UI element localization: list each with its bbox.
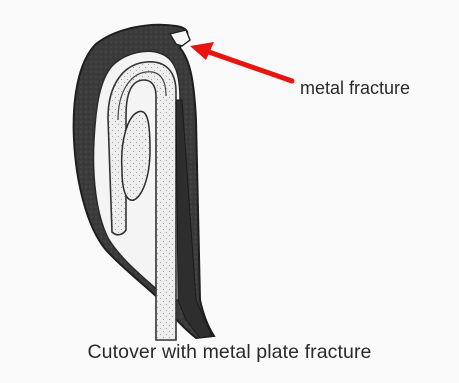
fracture-arrow-icon	[190, 42, 292, 81]
figure-caption: Cutover with metal plate fracture	[0, 341, 459, 364]
metal-fracture-label: metal fracture	[300, 78, 410, 99]
